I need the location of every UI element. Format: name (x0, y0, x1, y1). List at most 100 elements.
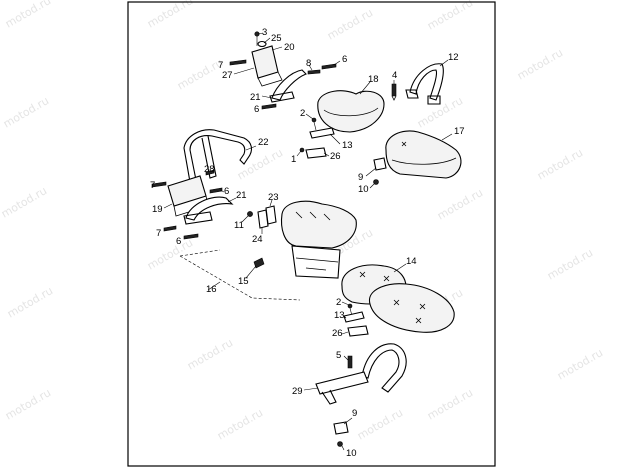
rail-21-top-end (269, 91, 295, 103)
backrest-top (280, 200, 357, 249)
leader-21a (261, 95, 273, 99)
backrest-quilting (295, 211, 331, 221)
bracket-19-plate (167, 175, 207, 207)
rail-21-lower-end (183, 211, 213, 225)
strap-end-left (405, 89, 419, 99)
pouch-flap (295, 257, 339, 263)
leader-19 (163, 203, 173, 209)
callout-23: 23 (268, 192, 279, 203)
callout-17: 17 (454, 126, 465, 137)
leader-9b (343, 417, 353, 425)
seat-pad-rim (323, 107, 379, 117)
plate-13-lower (343, 311, 365, 323)
leader-25 (263, 37, 271, 44)
callout-15: 15 (238, 276, 249, 287)
bolt-7-lower (163, 225, 177, 232)
leader-16 (207, 281, 221, 291)
leader-21b (227, 197, 237, 203)
leader-26b (341, 331, 349, 335)
leader-3 (257, 32, 264, 35)
bolt (229, 59, 247, 66)
hardware-9-10-upper (365, 157, 387, 189)
callout-3: 3 (262, 27, 267, 38)
callout-labels: 3 25 20 7 27 8 6 21 6 18 4 12 2 13 1 26 … (150, 27, 465, 459)
callout-5: 5 (336, 350, 341, 361)
leader-9a (365, 167, 377, 177)
callout-2b: 2 (336, 297, 341, 308)
watermark: motod.ru (555, 346, 605, 382)
callout-10a: 10 (358, 184, 369, 195)
watermark: motod.ru (145, 0, 195, 31)
grab-strap-12 (405, 59, 449, 105)
callout-13a: 13 (342, 140, 353, 151)
callout-25: 25 (271, 33, 282, 44)
hardware-11-23-24 (241, 199, 277, 234)
watermark: motod.ru (185, 336, 235, 372)
outline-16 (179, 255, 301, 301)
watermark: motod.ru (5, 284, 55, 320)
hoop-outer (183, 129, 253, 183)
bracket-flange (257, 71, 283, 87)
screw-5 (347, 355, 353, 369)
leader-14 (393, 263, 407, 273)
plate-23 (265, 205, 277, 225)
screw-4-tip (391, 95, 397, 101)
watermark: motod.ru (435, 186, 485, 222)
callout-28: 28 (204, 164, 215, 175)
leader-18 (359, 81, 371, 95)
strap-body (409, 63, 444, 101)
callout-20: 20 (284, 42, 295, 53)
callout-2a: 2 (300, 108, 305, 119)
seat-17-seam (391, 157, 457, 165)
watermark: motod.ru (0, 184, 49, 220)
callout-14: 14 (406, 256, 417, 267)
seat-14-stitch-d (419, 303, 426, 310)
bolt-6-top (321, 63, 337, 70)
seat-pad-outline (317, 90, 385, 133)
seat-14-stitch-a (359, 271, 366, 278)
nut-11 (247, 211, 253, 217)
bolt-28 (205, 169, 215, 176)
callout-1: 1 (291, 154, 296, 165)
leader-1 (296, 150, 302, 157)
leader-29 (303, 387, 319, 391)
frame-29-leg (321, 389, 337, 405)
callout-12: 12 (448, 52, 459, 63)
frame-29-hoop (361, 343, 407, 393)
callout-13b: 13 (334, 310, 345, 321)
rail-assembly-top (261, 60, 341, 110)
leader-17 (441, 133, 453, 141)
leader-6b (219, 189, 225, 193)
watermark: motod.ru (545, 246, 595, 282)
bolt-6-mid (261, 103, 277, 110)
clip-26 (305, 147, 327, 159)
nut-10-lower (337, 441, 343, 447)
callout-8: 8 (306, 58, 311, 69)
seat-pad-18 (317, 81, 385, 133)
watermark: motod.ru (325, 6, 375, 42)
callout-18: 18 (368, 74, 379, 85)
leader-10b (341, 445, 345, 451)
callout-27: 27 (222, 70, 233, 81)
callout-22: 22 (258, 137, 269, 148)
seat-14-stitch-b (383, 275, 390, 282)
callout-29: 29 (292, 386, 303, 397)
pouch-mount-15-16 (179, 249, 301, 301)
seat-17-outline (385, 130, 462, 179)
leader-27 (233, 67, 255, 75)
clip-26-lower (347, 325, 369, 337)
strap-end-right (427, 95, 441, 105)
watermark: motod.ru (235, 146, 285, 182)
leader-5 (343, 355, 349, 361)
leader-23 (269, 199, 273, 207)
pouch-body (291, 245, 341, 279)
watermark: motod.ru (535, 146, 585, 182)
watermark: motod.ru (1, 94, 51, 130)
nut-10-upper (373, 179, 379, 185)
mount-hardware-top (296, 113, 341, 159)
bolt-7-upper (151, 181, 167, 188)
mount-hardware-lower (341, 301, 369, 337)
leader-12 (439, 59, 449, 67)
bolt-8 (307, 69, 321, 75)
bracket-assembly-top (229, 31, 283, 87)
